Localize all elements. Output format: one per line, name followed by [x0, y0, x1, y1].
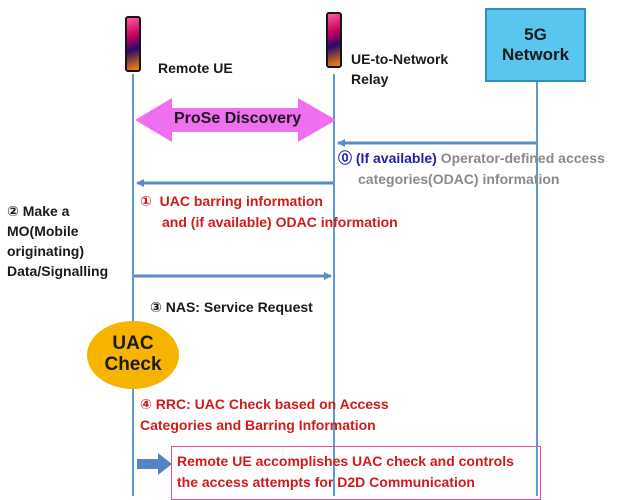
uac-check-line1: UAC [112, 333, 154, 355]
step3-label: ③ NAS: Service Request [150, 299, 313, 315]
final-block-arrow [137, 453, 172, 475]
step2-line2: MO(Mobile [7, 223, 79, 239]
uac-check-oval: UAC Check [87, 321, 179, 389]
remote-ue-label: Remote UE [158, 60, 233, 76]
step0-line1-rest: Operator-defined access [440, 150, 605, 166]
step0-line1: ⓪ (If available) Operator-defined access [338, 150, 605, 166]
network-label-line1: 5G [524, 24, 547, 44]
step2-line4: Data/Signalling [7, 263, 109, 279]
step4-line2: Categories and Barring Information [140, 417, 376, 433]
step1-line1: ① UAC barring information [140, 193, 323, 209]
network-label-line2: Network [501, 45, 570, 64]
step0-line2: categories(ODAC) information [358, 171, 560, 187]
relay-label-line2: Relay [351, 71, 389, 87]
step2-line3: originating) [7, 243, 84, 259]
relay-label-line1: UE-to-Network [351, 51, 449, 67]
5g-network-box: 5G Network [485, 8, 586, 82]
prose-discovery-label: ProSe Discovery [174, 110, 302, 127]
step0-qualifier: (If available) [355, 150, 437, 166]
uac-check-line2: Check [104, 354, 162, 375]
relay-phone-icon [326, 12, 342, 68]
step1-line1-text: UAC barring information [159, 193, 323, 209]
step2-line1: ② Make a [7, 203, 70, 219]
final-line1: Remote UE accomplishes UAC check and con… [177, 453, 514, 469]
step4-line1: ④ RRC: UAC Check based on Access [140, 396, 389, 412]
final-line2: the access attempts for D2D Communicatio… [177, 474, 475, 490]
step1-line2: and (if available) ODAC information [162, 214, 398, 230]
prose-discovery-arrow [135, 98, 336, 142]
remote-ue-phone-icon [125, 16, 141, 72]
step1-marker: ① [140, 193, 152, 209]
step0-marker: ⓪ [338, 150, 352, 166]
